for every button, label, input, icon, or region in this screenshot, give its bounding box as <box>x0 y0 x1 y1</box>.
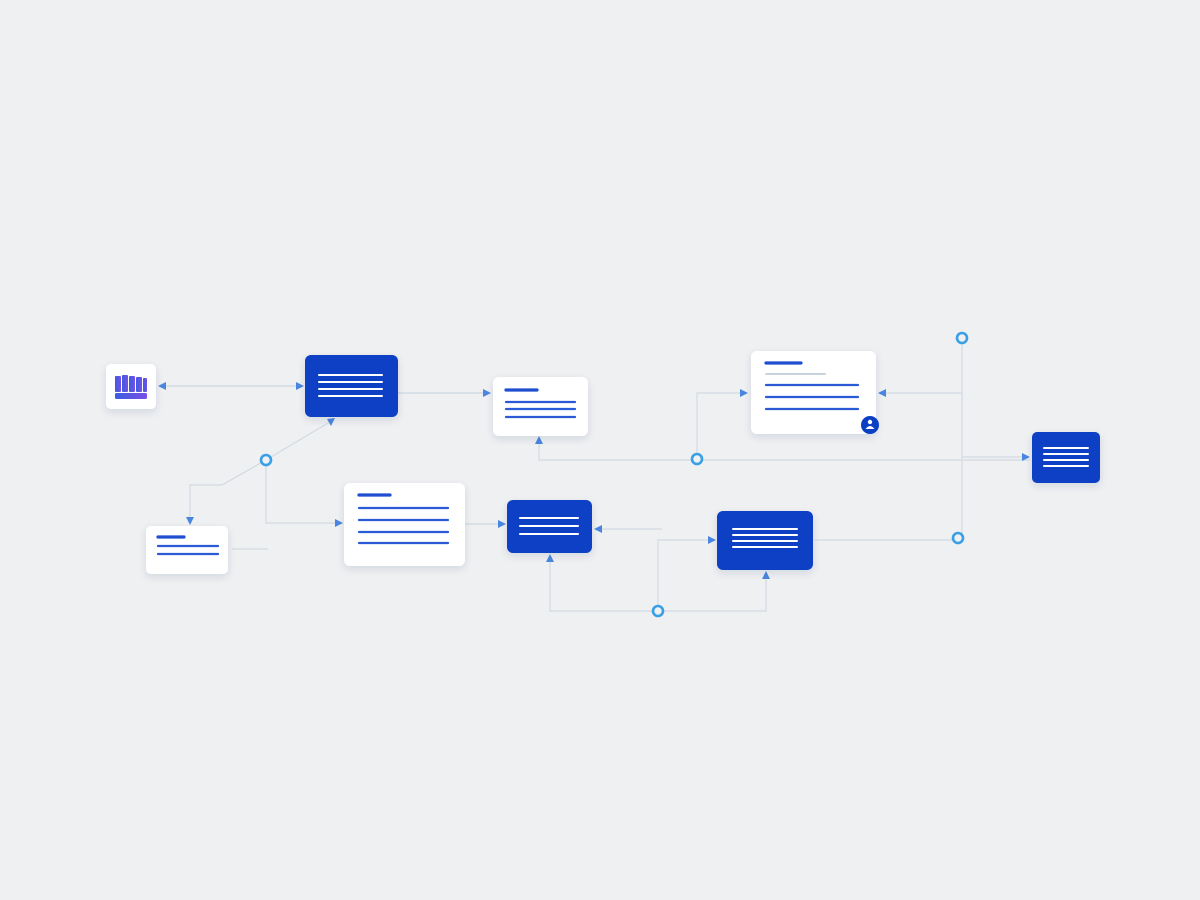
arrowhead <box>878 389 886 397</box>
node-logo[interactable] <box>106 364 156 409</box>
edge-junction-left-center-lower <box>265 460 338 524</box>
edge-junction-mid-top-right <box>696 392 744 460</box>
arrowhead <box>762 571 770 579</box>
edge-blue-top-junction-left <box>265 419 334 461</box>
node-white-center-lower[interactable] <box>344 483 465 566</box>
junction-dot <box>690 452 704 466</box>
node-white-top-right[interactable] <box>751 351 879 434</box>
arrowhead <box>708 536 716 544</box>
junction-dot <box>651 604 665 618</box>
node-blue-far-right[interactable] <box>1032 432 1100 483</box>
arrowhead <box>483 389 491 397</box>
arrowheads <box>158 382 1030 579</box>
arrowhead <box>296 382 304 390</box>
arrowhead <box>158 382 166 390</box>
junction-dot <box>951 531 965 545</box>
edge-junction-left-small-left <box>189 459 267 520</box>
edge-bottom-loop-up <box>657 539 712 611</box>
node-white-mid[interactable] <box>493 377 588 436</box>
arrowhead <box>335 519 343 527</box>
connectors <box>162 338 1030 612</box>
arrowhead <box>535 436 543 444</box>
bar-logo-icon <box>115 375 147 399</box>
node-blue-top[interactable] <box>305 355 398 417</box>
node-blue-center-lower[interactable] <box>507 500 592 553</box>
arrowhead <box>327 418 335 426</box>
junction-dot <box>259 453 273 467</box>
edge-white-mid-loop <box>538 440 1030 461</box>
junctions <box>259 331 969 618</box>
edge-vertical-right <box>961 393 1026 458</box>
arrowhead <box>186 517 194 525</box>
node-blue-lower-right[interactable] <box>717 511 813 570</box>
junction-dot <box>955 331 969 345</box>
arrowhead <box>1022 453 1030 461</box>
node-white-small-left[interactable] <box>146 526 228 574</box>
edge-junction-top-right <box>882 338 963 394</box>
arrowhead <box>740 389 748 397</box>
user-icon[interactable] <box>861 416 879 434</box>
arrowhead <box>594 525 602 533</box>
arrowhead <box>498 520 506 528</box>
arrowhead <box>546 554 554 562</box>
